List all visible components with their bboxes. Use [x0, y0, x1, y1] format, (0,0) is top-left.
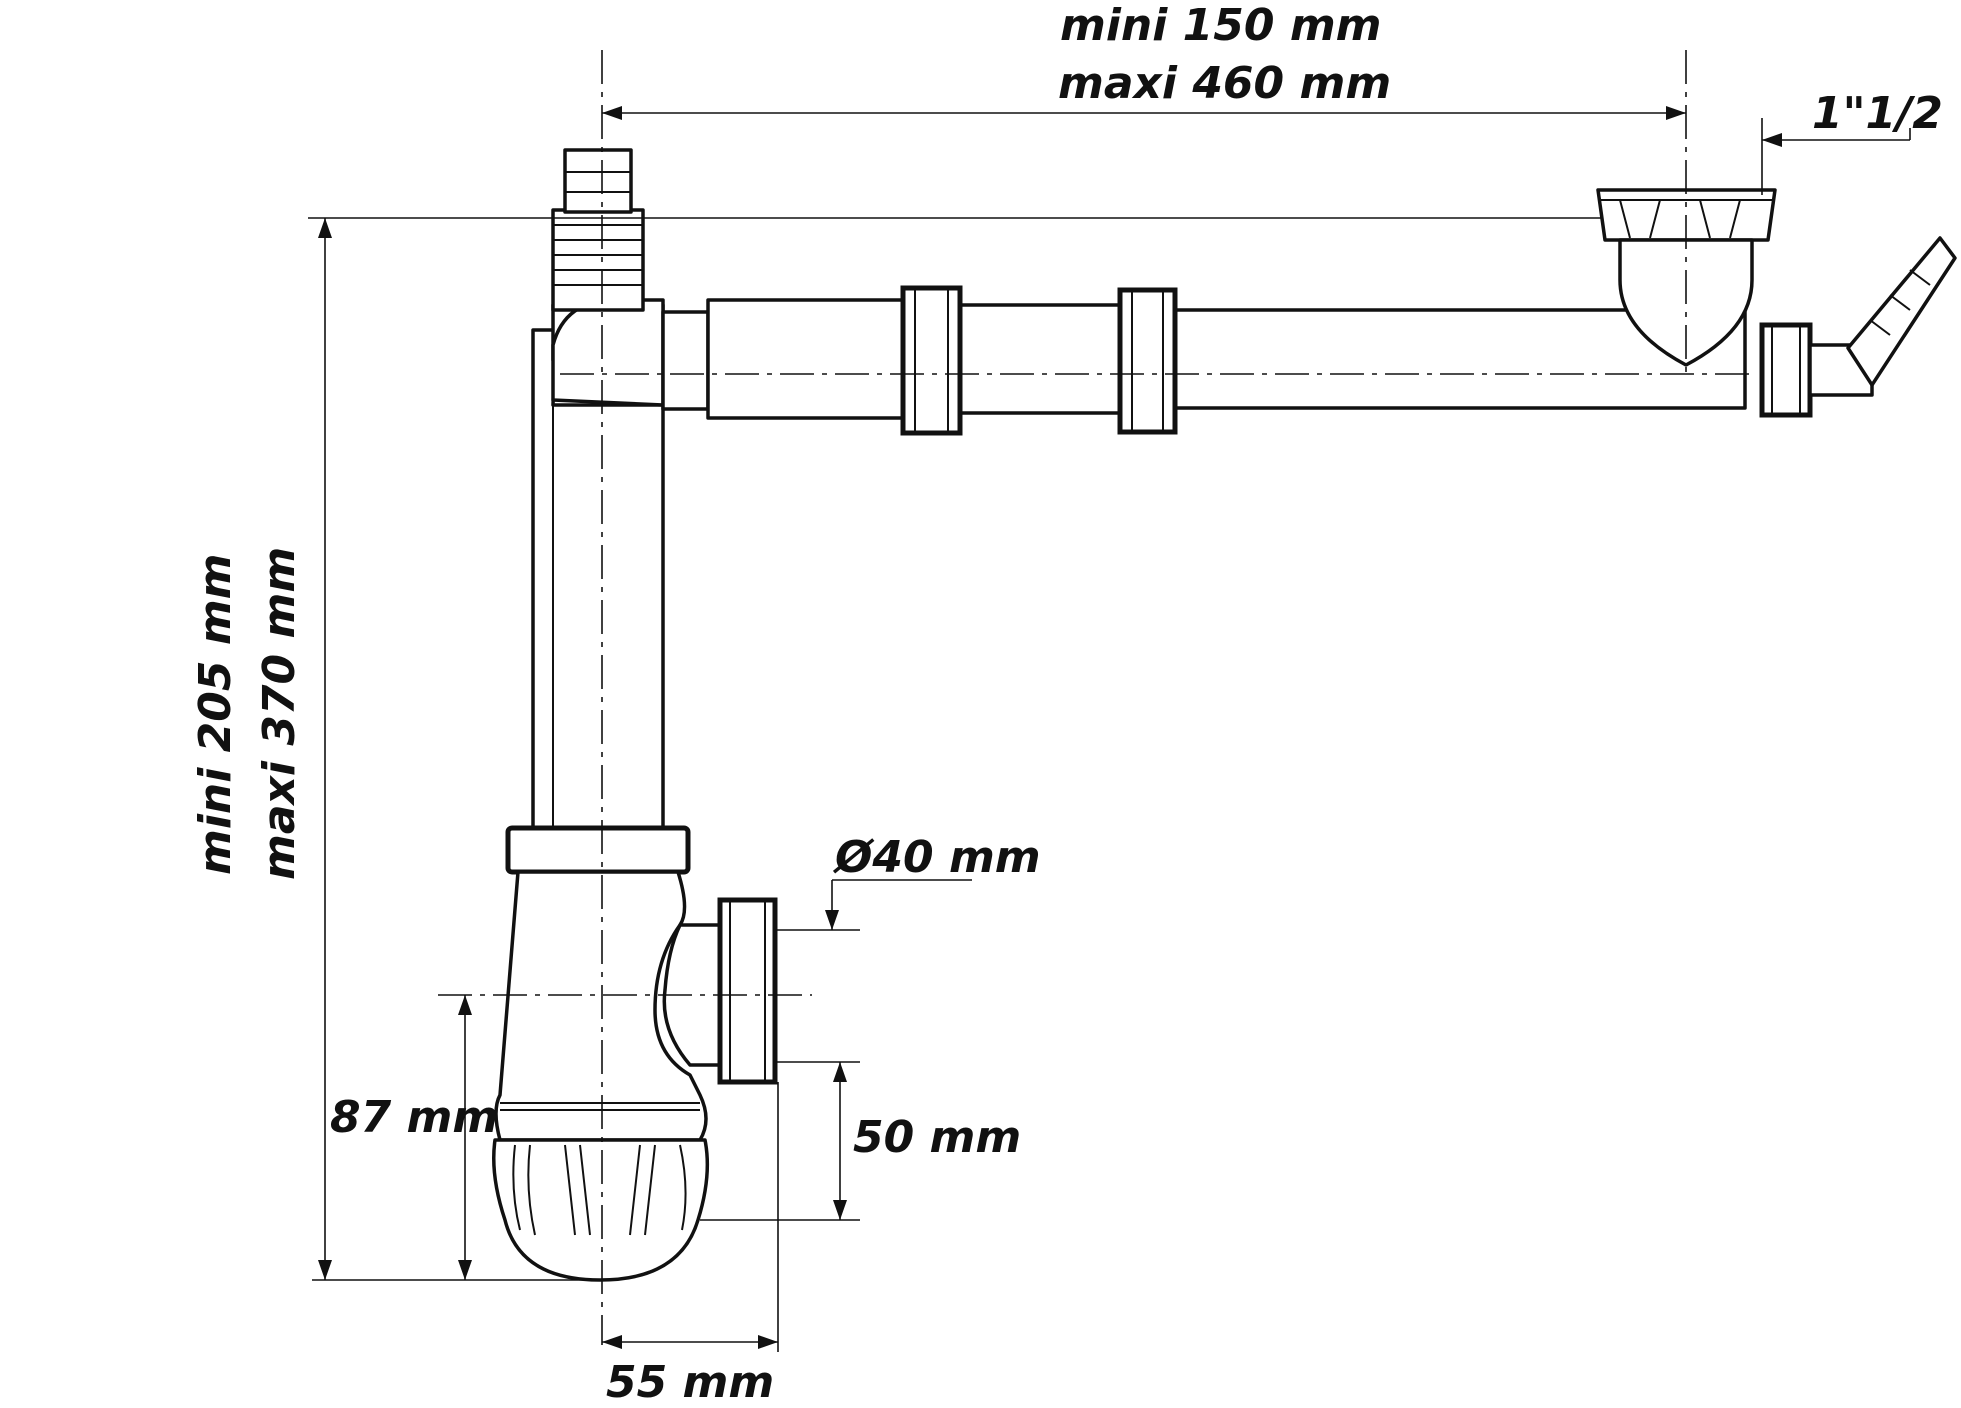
length-min-label: mini 150 mm — [1060, 0, 1382, 51]
slip-nut-1 — [900, 285, 963, 436]
horizontal-pipe-segment-1 — [706, 298, 905, 420]
horizontal-pipe-segment-2 — [958, 303, 1122, 415]
bottle-trap-cap — [492, 1138, 710, 1282]
height-min-label: mini 205 mm — [190, 553, 241, 875]
dimension-labels: mini 150 mm maxi 460 mm 1"1/2 mini 205 m… — [190, 0, 1943, 1408]
outlet-nut — [717, 897, 778, 1085]
hose-barb-top — [551, 148, 645, 312]
slip-nut-2 — [1117, 287, 1178, 435]
trap-height-label: 87 mm — [330, 1092, 498, 1143]
length-max-label: maxi 460 mm — [1058, 58, 1391, 109]
outlet-offset-label: 55 mm — [606, 1357, 774, 1408]
center-lines — [438, 50, 1755, 1345]
elbow-socket — [661, 310, 710, 411]
dimension-lines — [308, 106, 1911, 1352]
siphon-assembly — [492, 148, 1957, 1282]
overflow-connector — [1759, 236, 1957, 418]
outlet-drop-label: 50 mm — [853, 1112, 1021, 1163]
vertical-pipe — [531, 328, 665, 832]
height-max-label: maxi 370 mm — [254, 547, 305, 880]
inlet-thread-label: 1"1/2 — [1812, 88, 1943, 139]
outlet-diameter-label: Ø40 mm — [832, 832, 1041, 883]
trap-nut — [505, 825, 691, 875]
